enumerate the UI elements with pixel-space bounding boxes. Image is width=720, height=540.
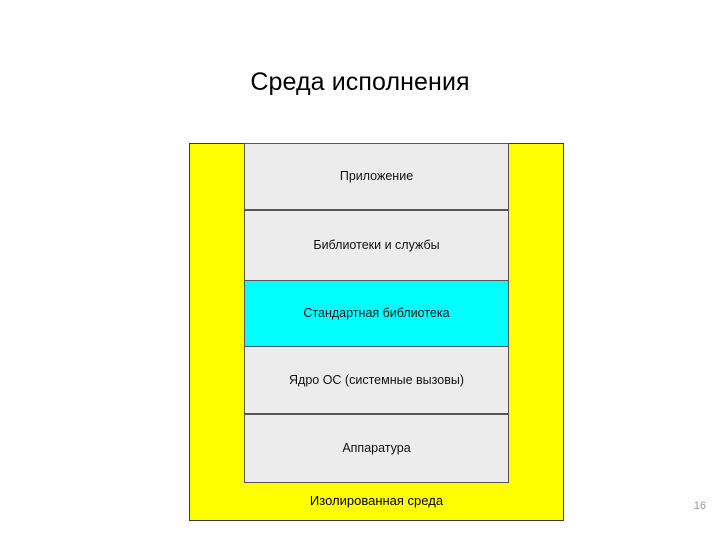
layer-label: Ядро ОС (системные вызовы) [289,372,464,387]
page-title: Среда исполнения [250,68,470,96]
layer-label: Аппаратура [342,441,411,455]
layer-label: Приложение [339,169,414,183]
layer-stack: Приложение Библиотеки и службы Стандартн… [244,143,509,484]
layer-label: Стандартная библиотека [303,306,450,320]
layer-libraries-and-services[interactable]: Библиотеки и службы [244,211,509,281]
layer-hardware[interactable]: Аппаратура [244,415,509,483]
layer-standard-library[interactable]: Стандартная библиотека [244,281,509,347]
layer-application[interactable]: Приложение [244,143,509,211]
isolated-environment-box: Приложение Библиотеки и службы Стандартн… [189,143,564,521]
layer-os-kernel-syscalls[interactable]: Ядро ОС (системные вызовы) [244,347,509,415]
isolated-environment-label: Изолированная среда [309,493,444,508]
layer-label: Библиотеки и службы [313,238,440,252]
slide-page-number: 16 [693,500,706,512]
